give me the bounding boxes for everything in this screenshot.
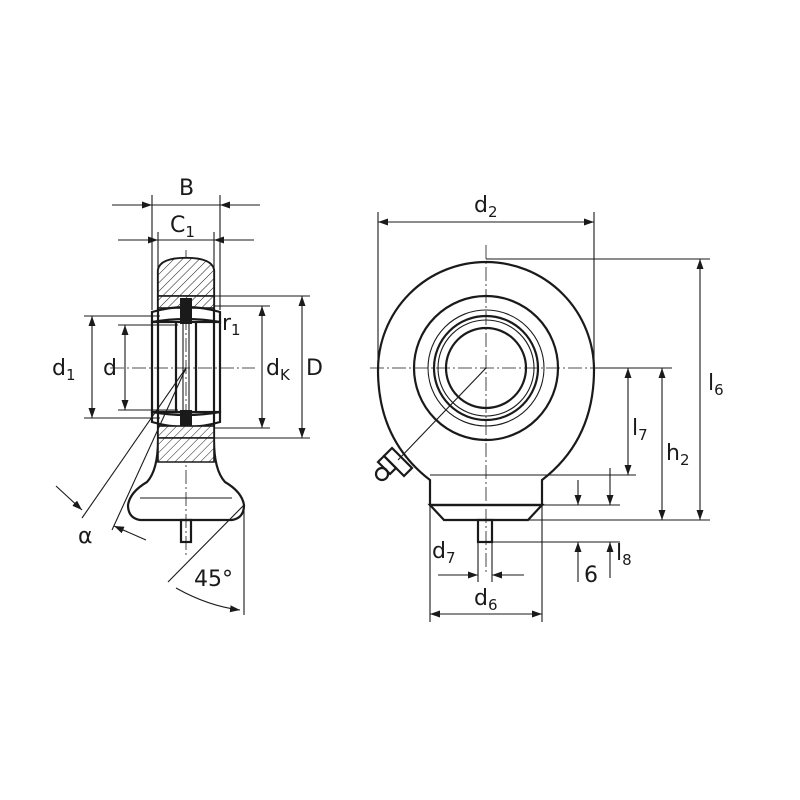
label-alpha: α	[78, 524, 93, 549]
side-pin	[179, 518, 193, 544]
alpha-arrow-left	[55, 485, 83, 511]
label-h2: h2	[666, 441, 690, 469]
label-C1: C1	[170, 213, 195, 241]
side-section-view: B C1 r1 d1 d dK D	[52, 176, 323, 615]
label-d7: d7	[432, 539, 456, 567]
angle-45-chamfer-line	[167, 504, 245, 583]
label-l6: l6	[708, 371, 724, 399]
front-inner-ring-2	[437, 319, 535, 417]
alpha-line-1	[81, 367, 187, 519]
label-d: d	[103, 356, 117, 381]
front-eye-outline	[376, 260, 596, 507]
label-r1: r1	[222, 311, 241, 339]
side-housing-top-section	[157, 257, 215, 297]
label-d6: d6	[474, 586, 498, 614]
label-45-deg: 45°	[194, 567, 233, 592]
side-outer-ring-bottom	[157, 425, 215, 439]
alpha-line-2	[111, 367, 187, 531]
front-view: d2 l6 l7 h2 l8 6 d7	[370, 193, 724, 622]
label-l7: l7	[632, 416, 648, 444]
label-d2: d2	[474, 193, 498, 221]
front-housing-bore	[412, 294, 560, 442]
label-6: 6	[584, 563, 598, 588]
label-l8: l8	[616, 541, 632, 569]
side-neck-section	[157, 437, 215, 463]
label-B: B	[179, 176, 194, 201]
label-d1: d1	[52, 356, 76, 384]
front-pin	[476, 518, 494, 544]
front-outer-ring	[427, 309, 545, 427]
label-dK: dK	[266, 356, 291, 384]
side-seal-top	[180, 298, 192, 324]
front-bore	[444, 326, 528, 410]
grease-nipple-icon	[374, 367, 487, 482]
label-D: D	[306, 356, 323, 381]
front-inner-ring	[432, 314, 540, 422]
angle-45-arc	[175, 587, 241, 613]
alpha-arrow-right	[113, 525, 147, 541]
